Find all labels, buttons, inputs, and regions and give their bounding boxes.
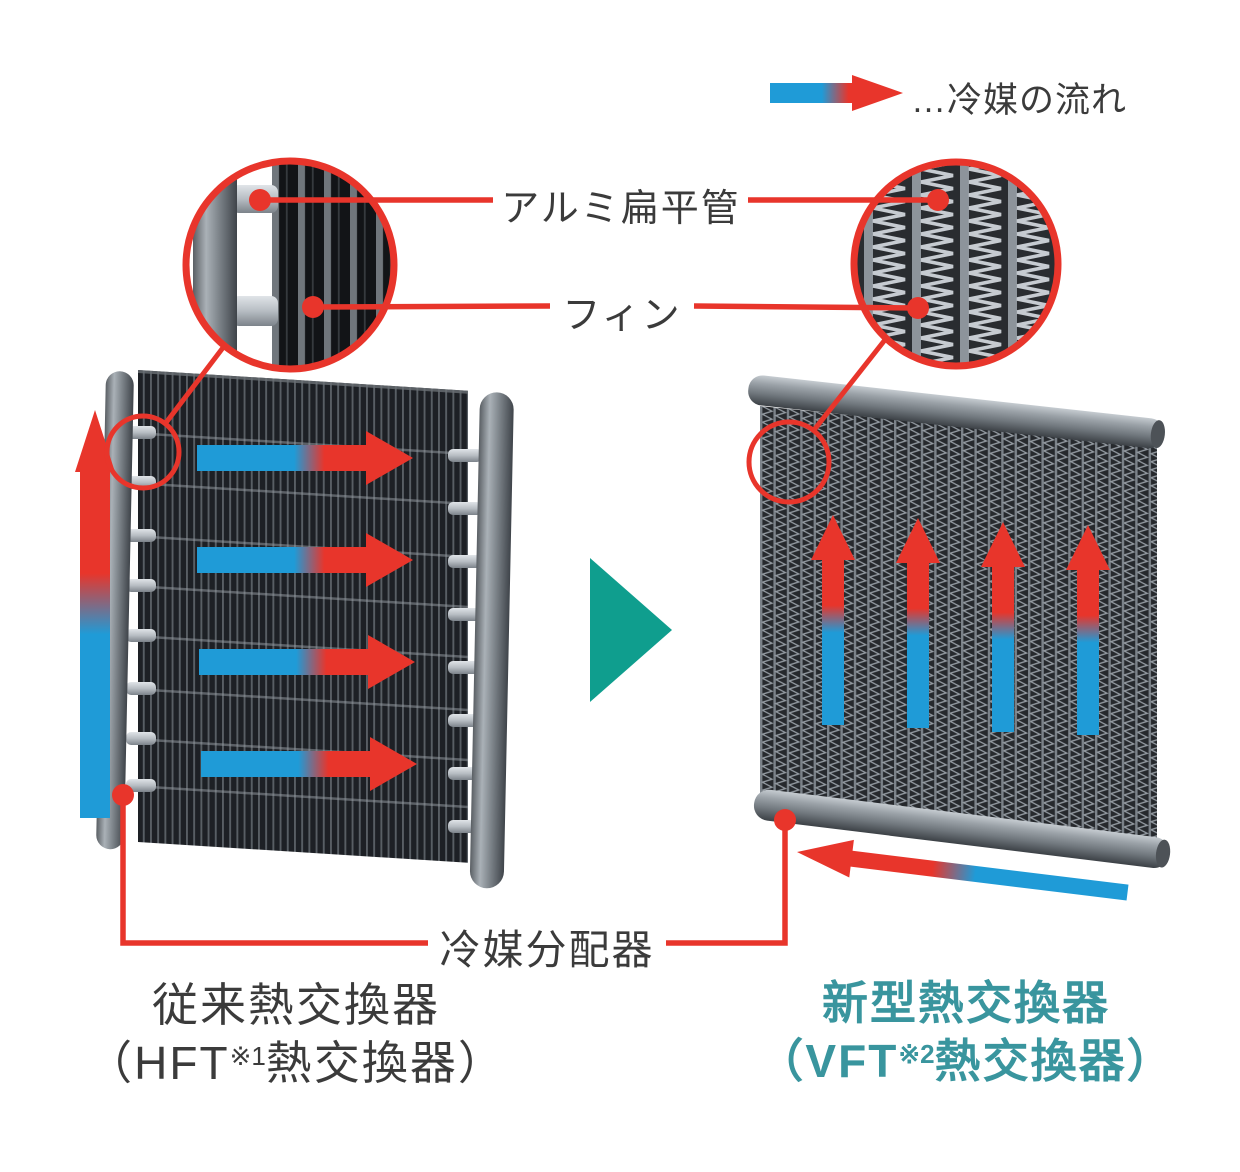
right-title-suffix: 熱交換器） (934, 1035, 1175, 1087)
flow-arrow-up-2 (896, 518, 940, 728)
callout-label-fin: フィン (562, 295, 682, 337)
left-magnifier (166, 155, 398, 380)
right-zoom-connector-line (812, 334, 890, 432)
right-header-tube (469, 392, 514, 889)
flow-arrow-right-1 (197, 431, 413, 485)
distributor-leader-right (666, 820, 788, 946)
flow-arrow-right-4 (201, 737, 417, 791)
left-magnifier-border (182, 157, 398, 373)
flow-arrow-inlet (797, 839, 1129, 901)
fin-dot-right (907, 297, 929, 319)
right-core (760, 405, 1157, 847)
leader-lines (120, 197, 938, 946)
flow-arrow-right-3 (199, 635, 415, 689)
right-magnifier-border (850, 158, 1062, 370)
right-title-prefix: （VFT (757, 1035, 899, 1087)
right-exchanger-graphic (748, 375, 1171, 901)
legend-flow-arrow-icon (770, 75, 903, 111)
callout-connectors (104, 334, 890, 505)
flat-tube-dot-left (249, 189, 271, 211)
right-magnifier-fins (854, 162, 1058, 366)
flow-arrow-right-2 (197, 533, 413, 587)
distributor-dot-right (774, 809, 796, 831)
fin-leader-right (693, 303, 919, 311)
right-magnifier (850, 158, 1062, 370)
left-title-footnote-mark: ※1 (229, 1041, 266, 1071)
flow-arrow-up-1 (811, 515, 855, 725)
right-exchanger-title-line2: （VFT※2熱交換器） (723, 1032, 1209, 1097)
left-core (138, 370, 468, 863)
transition-triangle-icon (590, 558, 672, 702)
left-zoom-source-circle (104, 413, 182, 491)
left-exchanger-graphic (96, 370, 514, 889)
fin-dot-left (302, 296, 324, 318)
distributor-dot-left (112, 784, 134, 806)
flow-arrow-up-main (75, 410, 115, 818)
left-flow-arrows (197, 431, 417, 791)
left-title-suffix: 熱交換器） (265, 1037, 506, 1089)
left-title-prefix: （HFT (86, 1037, 230, 1089)
right-exchanger-title-line1: 新型熱交換器 (822, 977, 1110, 1029)
flat-tube-dot-right (927, 189, 949, 211)
distributor-leader-left (120, 795, 428, 946)
legend-label: …冷媒の流れ (911, 81, 1128, 120)
left-exchanger-title-line1: 従来熱交換器 (152, 979, 440, 1031)
flow-arrow-up-3 (981, 522, 1025, 732)
left-magnifier-edge-tube (166, 155, 180, 380)
flow-arrow-up-4 (1066, 525, 1110, 735)
left-magnifier-fins (272, 161, 394, 369)
right-exchanger-title: 新型熱交換器 （VFT※2熱交換器） (723, 974, 1209, 1097)
callout-label-flat-tube: アルミ扁平管 (501, 188, 741, 230)
left-exchanger-title-line2: （HFT※1熱交換器） (56, 1034, 536, 1099)
left-zoom-connector-line (163, 343, 227, 426)
left-exchanger-title: 従来熱交換器 （HFT※1熱交換器） (56, 976, 536, 1099)
right-bottom-header-pipe (753, 789, 1171, 868)
right-top-header-pipe (748, 375, 1165, 449)
fin-leader-left (312, 303, 551, 310)
right-title-footnote-mark: ※2 (898, 1039, 935, 1069)
leader-dots (112, 189, 949, 831)
right-zoom-source-circle (746, 419, 832, 505)
left-magnifier-flat-tube-lower (232, 296, 278, 326)
right-flow-arrows (811, 515, 1110, 735)
callout-label-distributor: 冷媒分配器 (439, 927, 655, 973)
